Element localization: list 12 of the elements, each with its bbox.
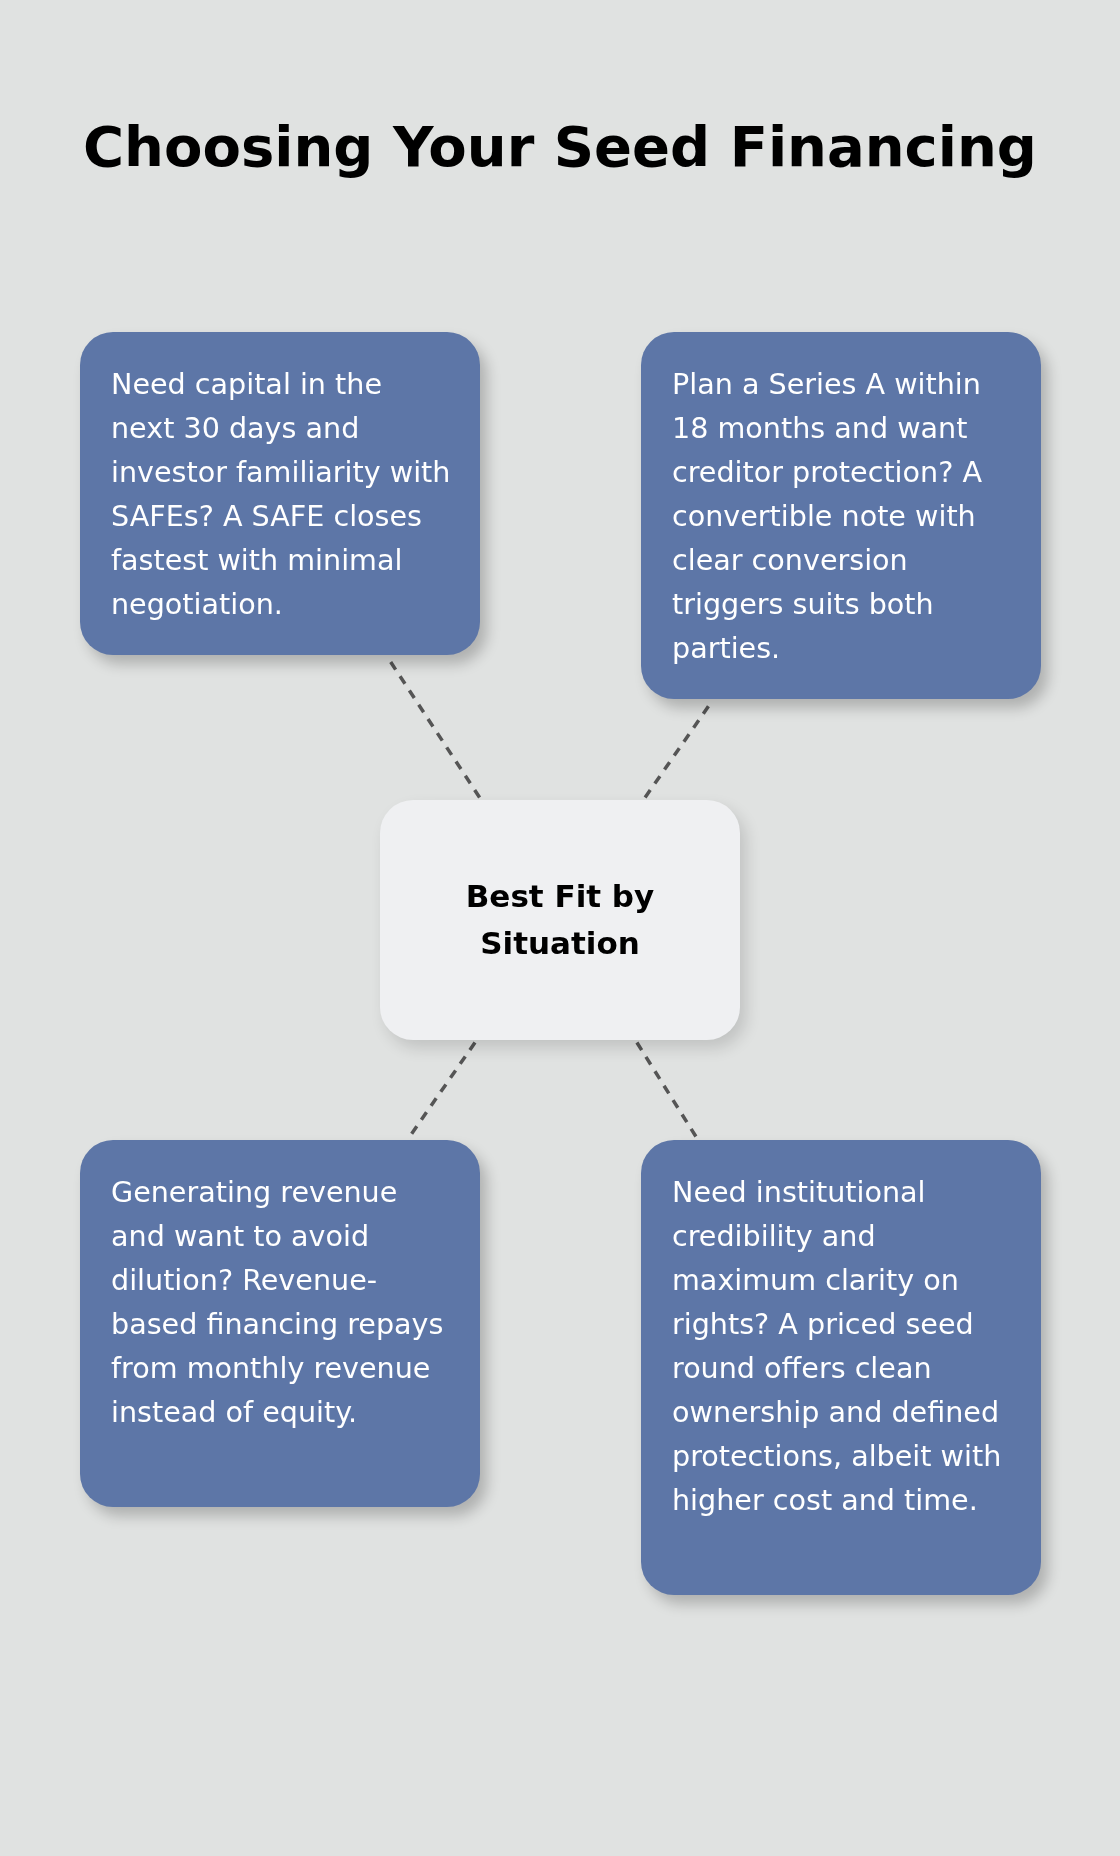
situation-card	[641, 332, 1041, 699]
situation-card	[80, 332, 480, 655]
node-text: Plan a Series A within 18 months and want creditor protection? A convertible note with clear conversion triggers suits both parties.	[672, 366, 983, 667]
diagram-title: Choosing Your Seed Financing	[82, 113, 1038, 181]
node-text: Best Fit by Situation	[464, 877, 656, 963]
dashed-connector	[635, 1041, 698, 1139]
central-topic-box	[380, 800, 740, 1040]
situation-card	[80, 1140, 480, 1507]
node-text: Generating revenue and want to avoid dilution? Revenue-based financing repays from monthly revenue instead of equity.	[111, 1174, 445, 1431]
node-text: Need capital in the next 30 days and investor familiarity with SAFEs? A SAFE closes fastest with minimal negotiation.	[111, 366, 451, 623]
node-text: Need institutional credibility and maximum clarity on rights? A priced seed round offers clean ownership and defined protections, albeit with higher cost and time.	[672, 1174, 1003, 1519]
situation-card	[641, 1140, 1041, 1595]
